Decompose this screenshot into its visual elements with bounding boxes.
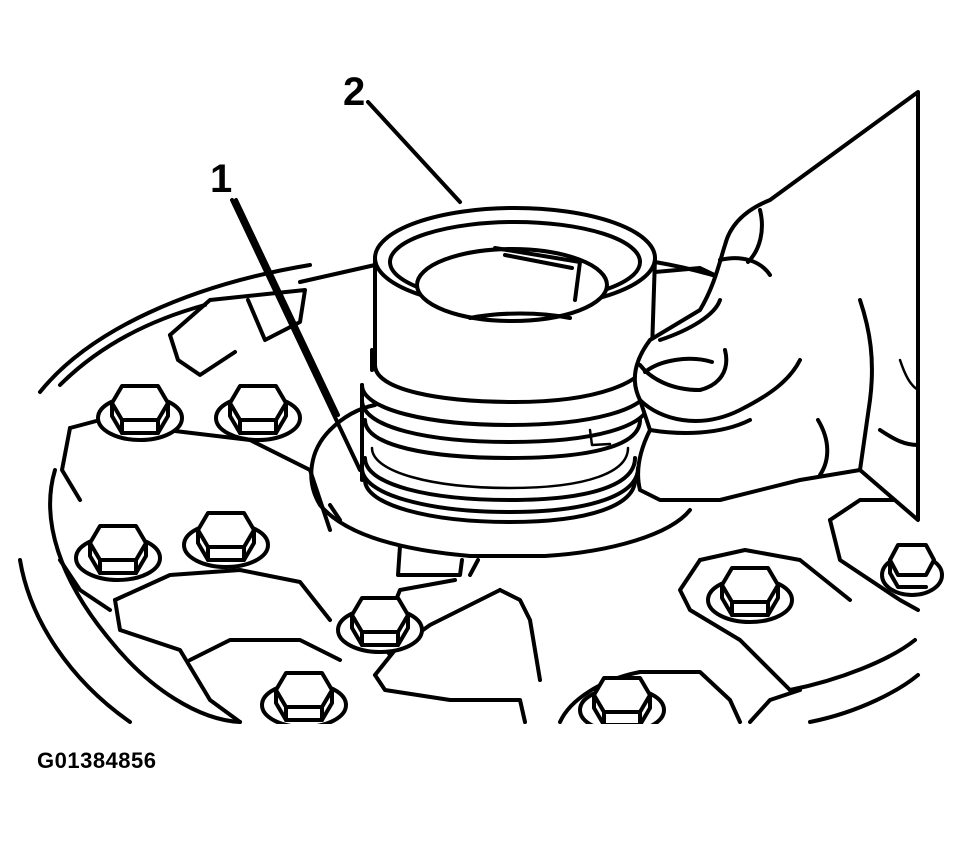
bolt <box>706 566 794 624</box>
callout-label-1: 1 <box>210 157 232 201</box>
bolt <box>74 524 162 582</box>
hand <box>632 90 920 522</box>
bolt <box>182 511 270 569</box>
bolt <box>336 596 424 654</box>
leader-line-2 <box>366 100 462 204</box>
bolt-group <box>0 384 957 754</box>
release-bearing-assembly <box>360 206 657 524</box>
bolt <box>214 384 302 442</box>
figure-id: G01384856 <box>37 748 157 773</box>
callout-leaders <box>230 100 462 472</box>
bolt <box>880 543 944 597</box>
leader-line-1a <box>230 198 362 472</box>
bolt <box>260 671 348 729</box>
bolt <box>578 676 666 734</box>
callout-label-2: 2 <box>343 70 365 114</box>
bolt <box>96 384 184 442</box>
leader-line-1b <box>234 198 340 417</box>
